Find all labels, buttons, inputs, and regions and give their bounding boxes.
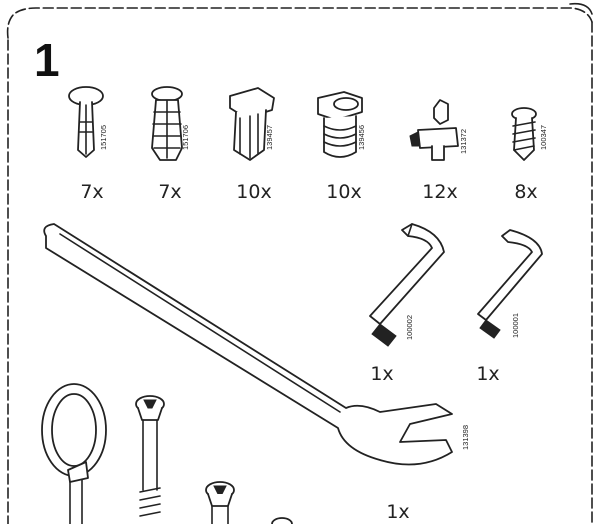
part-code: 139456 (357, 125, 366, 150)
part-code: 139457 (265, 125, 274, 150)
dowel-plug-icon (151, 86, 183, 161)
step-number: 1 (34, 34, 60, 86)
screw-icon (511, 107, 537, 161)
part-quantity: 12x (422, 181, 457, 203)
allen-key-small-icon (477, 229, 543, 339)
tool-quantity: 1x (476, 363, 499, 385)
part-quantity: 10x (236, 181, 271, 203)
long-bolt-icon (135, 395, 165, 517)
part-code: 131372 (459, 129, 468, 154)
part-code: 151706 (181, 125, 190, 150)
tool-code: 131398 (461, 425, 470, 450)
tool-code: 100001 (511, 313, 520, 338)
part-quantity: 10x (326, 181, 361, 203)
part-quantity: 7x (158, 181, 181, 203)
wrench-icon (43, 223, 453, 466)
eye-bolt-icon (41, 383, 107, 524)
page-border (6, 2, 593, 524)
part-code: 151705 (99, 125, 108, 150)
tool-quantity: 1x (370, 363, 393, 385)
pin-icon (68, 86, 104, 158)
allen-key-large-icon (369, 223, 445, 347)
part-quantity: 7x (80, 181, 103, 203)
part-quantity: 8x (514, 181, 537, 203)
part-code: 100347 (539, 125, 548, 150)
cam-lock-icon (409, 99, 459, 161)
cam-connector-icon (317, 91, 363, 158)
short-bolt-icon (205, 481, 293, 524)
shelf-support-icon (229, 87, 275, 161)
tool-code: 100002 (405, 315, 414, 340)
tool-quantity: 1x (386, 501, 409, 523)
